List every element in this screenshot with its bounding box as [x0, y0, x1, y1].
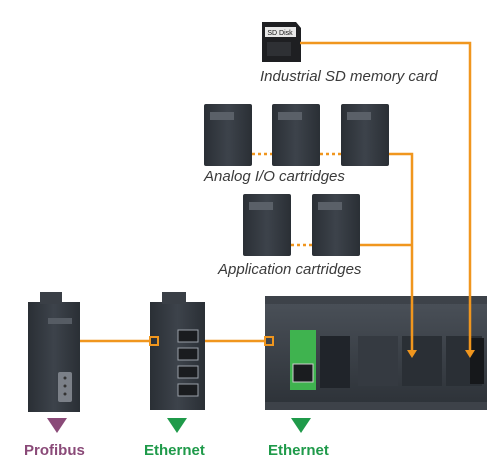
analog-connector — [389, 152, 414, 350]
ethernet-module — [150, 292, 205, 410]
analog-arrow — [407, 350, 417, 358]
port-label-ethernet-2: Ethernet — [268, 442, 329, 459]
analog-cartridges — [204, 104, 389, 166]
sd-card-text: SD Disk — [267, 30, 293, 37]
connector-arrows — [149, 336, 475, 358]
sd-card-connector — [300, 41, 472, 350]
port-label-profibus: Profibus — [24, 442, 85, 459]
label-analog-io: Analog I/O cartridges — [204, 168, 345, 185]
ethernet-port-marker-1 — [149, 336, 159, 346]
plc-port-marker — [264, 336, 274, 346]
label-sd-card: Industrial SD memory card — [260, 68, 438, 85]
ethernet-triangle-icon-2 — [291, 418, 311, 433]
label-application: Application cartridges — [218, 261, 362, 278]
plc-controller — [265, 296, 487, 410]
sd-card: SD Disk — [262, 22, 301, 62]
port-label-ethernet-1: Ethernet — [144, 442, 205, 459]
application-cartridges — [243, 194, 360, 256]
ethernet-triangle-icon — [167, 418, 187, 433]
profibus-triangle-icon — [47, 418, 67, 433]
connectors — [80, 41, 472, 350]
profibus-module — [28, 292, 80, 412]
sd-card-arrow — [465, 350, 475, 358]
